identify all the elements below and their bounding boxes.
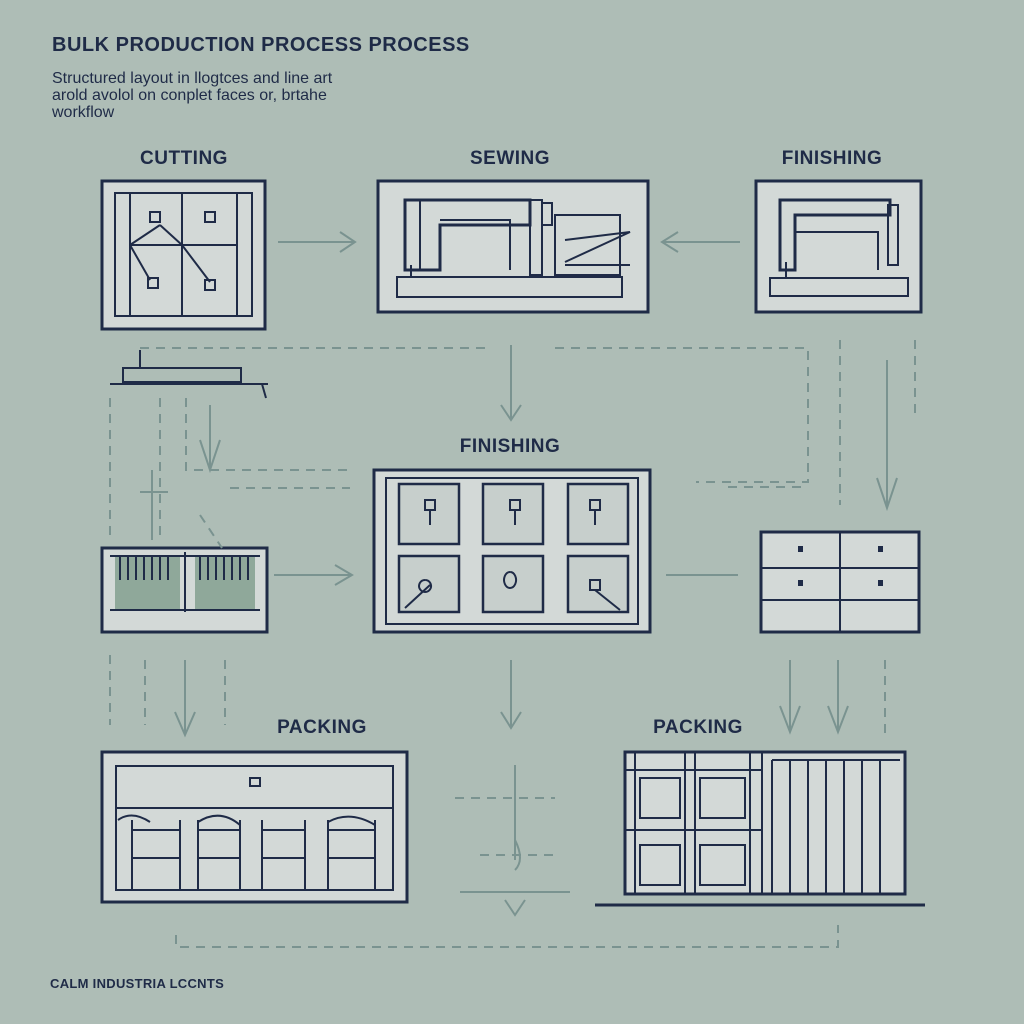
stage-label-packing-right: PACKING: [653, 717, 743, 738]
page-subtitle: Structured layout in llogtces and line a…: [52, 70, 412, 121]
stage-label-finishing-top: FINISHING: [781, 148, 883, 169]
finishing-machine-illustration: [754, 179, 923, 314]
stage-label-sewing: SEWING: [469, 148, 551, 169]
stage-label-finishing-middle: FINISHING: [459, 436, 561, 457]
cutting-table-illustration: [100, 179, 267, 331]
sewing-machine-illustration: [376, 179, 650, 314]
subtitle-line-3: workflow: [52, 104, 115, 121]
subtitle-line-2: arold avolol on conplet faces or, brtahe: [52, 87, 327, 104]
packing-station-right-illustration: [595, 750, 925, 907]
packing-station-left-illustration: [100, 750, 409, 904]
flow-connectors: [109, 231, 916, 948]
subtitle-line-1: Structured layout in llogtces and line a…: [52, 70, 333, 87]
stage-label-packing-left: PACKING: [277, 717, 367, 738]
stage-label-cutting: CUTTING: [140, 148, 228, 169]
footer-caption: CALM INDUSTRIA LCCNTS: [50, 976, 225, 991]
storage-drawers-illustration: [759, 530, 921, 634]
small-table-illustration: [110, 350, 268, 399]
cutting-rack-illustration: [100, 546, 269, 634]
finishing-grid-illustration: [372, 468, 652, 634]
page-title: BULK PRODUCTION PROCESS PROCESS: [52, 34, 470, 56]
